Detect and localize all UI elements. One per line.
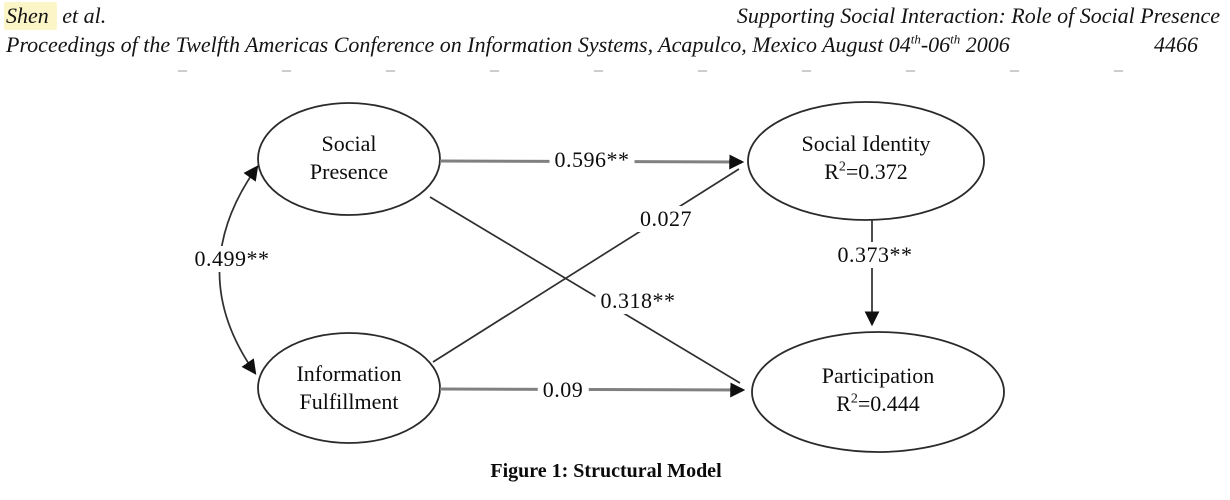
information-fulfillment-ellipse [257,332,441,444]
edge-label-sp-to-si: 0.596** [549,147,635,173]
participation-ellipse [751,331,1005,453]
node-information-fulfillment-label: Information Fulfillment [249,360,449,416]
node-text: Presence [309,159,389,184]
node-text: Information [296,361,402,386]
scan-artifact-row [178,70,1163,72]
r-value: =0.372 [845,159,908,184]
authors-rest: et al. [56,3,107,28]
node-text: Social Identity [801,131,931,156]
node-social-identity-label: Social Identity R2=0.372 [746,130,986,186]
proceedings-text: 2006 [960,32,1010,57]
r-exponent: 2 [838,159,846,175]
social-identity-ellipse [747,101,985,221]
r-squared-value: R2=0.444 [758,390,998,418]
r-squared-value: R2=0.372 [746,158,986,186]
edge-label-sp-to-pa: 0.318** [595,288,681,314]
node-text: Participation [821,363,935,388]
figure-caption: Figure 1: Structural Model [490,460,722,482]
author-name-highlighted: Shen [4,2,57,30]
r-value: =0.444 [857,391,920,416]
edge-if-to-si-line [432,168,740,363]
authors-line: Shen et al. [4,2,107,30]
edge-label-sp-if-covariance: 0.499** [189,246,275,272]
edge-if-to-pa-line [439,382,746,398]
r-symbol: R [824,159,839,184]
running-title: Supporting Social Interaction: Role of S… [736,3,1220,28]
node-text: Fulfillment [299,389,399,414]
r-exponent: 2 [850,391,858,407]
ordinal-superscript: th [910,31,921,47]
page-number: 4466 [1154,32,1198,57]
node-text: Social [321,131,377,156]
proceedings-text: -06 [920,32,951,57]
proceedings-line: Proceedings of the Twelfth Americas Conf… [6,32,1010,58]
r-symbol: R [836,391,851,416]
proceedings-text: Proceedings of the Twelfth Americas Conf… [6,32,911,57]
edge-label-if-to-si: 0.027 [635,206,697,232]
edge-label-si-to-pa: 0.373** [832,242,918,268]
edge-sp-to-pa-line [429,196,741,384]
ordinal-superscript: th [950,31,961,47]
social-presence-ellipse [257,102,441,216]
node-participation-label: Participation R2=0.444 [758,362,998,418]
node-social-presence-label: Social Presence [249,130,449,186]
edge-label-if-to-pa: 0.09 [537,377,589,403]
